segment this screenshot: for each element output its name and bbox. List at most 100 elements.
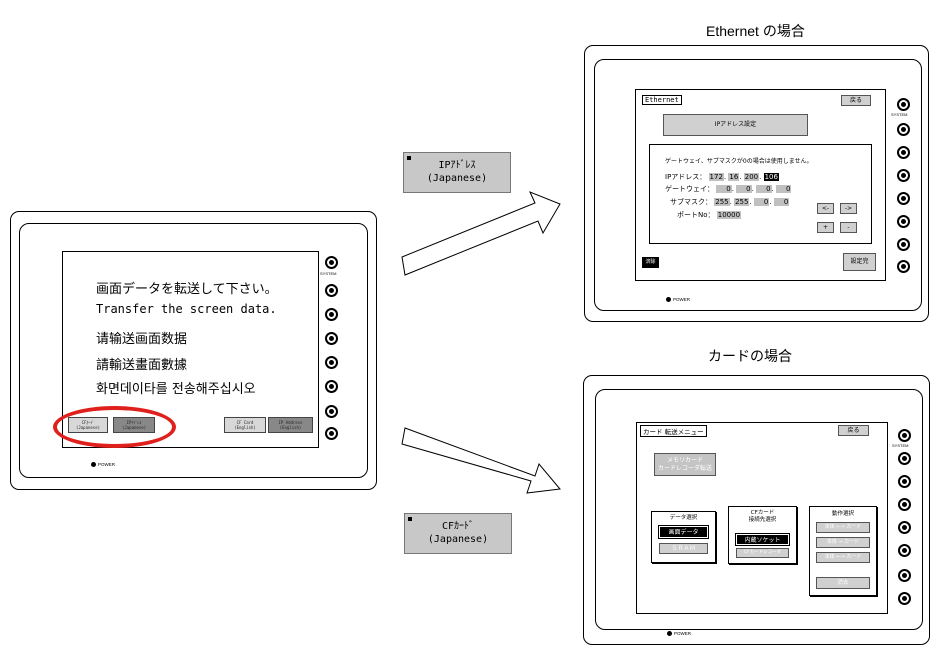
left-device-bezel xyxy=(19,223,368,478)
ip-label: IPアドレス： xyxy=(665,173,707,181)
message-korean: 화면데이타를 전송해주십시오 xyxy=(96,382,256,397)
ethernet-device-bezel xyxy=(594,59,922,311)
f4-button[interactable] xyxy=(325,356,338,369)
system-label: SYSTEM xyxy=(320,271,337,276)
eth-f7-button[interactable] xyxy=(897,260,910,273)
f1-button[interactable] xyxy=(325,284,338,297)
power-led-icon xyxy=(91,462,96,467)
highlight-oval xyxy=(53,406,176,448)
ethernet-device: Ethernet 戻る IPアドレス設定 ゲートウェイ、サブマスクが0の場合は使… xyxy=(584,45,929,322)
mask-label: サブマスク： xyxy=(670,198,712,206)
card-power-label: POWER xyxy=(674,631,692,636)
action-select-title: 動作選択 xyxy=(831,511,854,517)
action-to-card-button[interactable]: 本体 → カード xyxy=(816,537,870,548)
card-f6-button[interactable] xyxy=(898,569,911,582)
cf-card-japanese-callout: CFｶｰﾄﾞ (Japanese) xyxy=(404,513,512,554)
ip-octet-3[interactable]: 200 xyxy=(743,173,760,181)
mask-octet-1[interactable]: 255 xyxy=(714,198,730,206)
gateway-octet-2[interactable]: 0 xyxy=(736,185,752,193)
action-select-group: 動作選択 本体 ←→ カード 本体 → カード 本体 ←→ カード 消去 xyxy=(809,506,877,596)
eth-system-button[interactable] xyxy=(897,98,910,111)
port-label: ポートNo： xyxy=(677,211,715,219)
eth-f5-button[interactable] xyxy=(897,215,910,228)
card-f5-button[interactable] xyxy=(898,544,911,557)
ip-octet-1[interactable]: 172 xyxy=(708,173,724,181)
port-value[interactable]: 10000 xyxy=(716,211,742,219)
ip-setting-button[interactable]: IPアドレス設定 xyxy=(663,114,808,136)
ip-row: IPアドレス： 172. 16. 200. 106 xyxy=(665,173,779,181)
plus-button[interactable]: + xyxy=(817,222,834,233)
action-both-button[interactable]: 本体 ←→ カード xyxy=(816,522,870,533)
system-button[interactable] xyxy=(325,256,338,269)
card-power-indicator: POWER xyxy=(667,631,691,636)
f2-button[interactable] xyxy=(325,308,338,321)
memory-card-transfer-button[interactable]: メモリカード カードレコーダ転送 xyxy=(654,453,716,476)
port-row: ポートNo： 10000 xyxy=(677,210,742,220)
ethernet-note: ゲートウェイ、サブマスクが0の場合は使用しません。 xyxy=(665,158,813,165)
eth-f2-button[interactable] xyxy=(897,146,910,159)
card-device-bezel xyxy=(595,389,923,630)
mask-octet-2[interactable]: 255 xyxy=(734,198,750,206)
eth-power-label: POWER xyxy=(673,297,691,302)
ip-octet-4[interactable]: 106 xyxy=(763,173,779,181)
gateway-octet-4[interactable]: 0 xyxy=(776,185,792,193)
arrow-up-right xyxy=(401,191,561,276)
ip-address-english-button[interactable]: IP Address (English) xyxy=(268,417,313,433)
arrow-down-right xyxy=(401,427,561,494)
minus-button[interactable]: - xyxy=(840,222,857,233)
f3-button[interactable] xyxy=(325,332,338,345)
message-chinese-simplified: 请输送画面数据 xyxy=(96,332,188,347)
cf-connection-group: CFカード 接続先選択 内蔵ソケット CFカードレコーダ xyxy=(728,506,797,564)
cf-card-english-button[interactable]: CF Card (English) xyxy=(224,417,266,433)
card-device: カード 転送メニュー 戻る メモリカード カードレコーダ転送 データ選択 画面デ… xyxy=(583,375,930,645)
card-f2-button[interactable] xyxy=(898,475,911,488)
power-label: POWER xyxy=(98,462,116,467)
f6-button[interactable] xyxy=(325,405,338,418)
action-from-card-button[interactable]: 本体 ←→ カード xyxy=(816,552,870,563)
eth-f6-button[interactable] xyxy=(897,238,910,251)
message-japanese: 画面データを転送して下さい。 xyxy=(96,282,278,297)
setting-complete-button[interactable]: 設定完 xyxy=(843,253,876,271)
ethernet-title: Ethernet xyxy=(642,95,682,105)
ethernet-heading: Ethernet の場合 xyxy=(706,23,805,39)
eth-f4-button[interactable] xyxy=(897,192,910,205)
card-back-button[interactable]: 戻る xyxy=(838,425,869,436)
power-indicator: POWER xyxy=(91,462,115,467)
card-f4-button[interactable] xyxy=(898,521,911,534)
card-f1-button[interactable] xyxy=(898,452,911,465)
eth-power-led-icon xyxy=(666,297,671,302)
sram-button[interactable]: ＳＲＡＭ xyxy=(659,543,708,554)
ip-address-japanese-callout: IPｱﾄﾞﾚｽ (Japanese) xyxy=(403,152,511,193)
card-f3-button[interactable] xyxy=(898,498,911,511)
gateway-octet-3[interactable]: 0 xyxy=(756,185,772,193)
card-f7-button[interactable] xyxy=(898,592,911,605)
gateway-octet-1[interactable]: 0 xyxy=(716,185,732,193)
erase-button[interactable]: 消去 xyxy=(816,577,870,589)
right-arrow-button[interactable]: -> xyxy=(840,203,857,214)
message-chinese-traditional: 請輸送畫面數據 xyxy=(96,358,188,373)
f7-button[interactable] xyxy=(325,427,338,440)
ip-octet-2[interactable]: 16 xyxy=(728,173,740,181)
card-menu-title: カード 転送メニュー xyxy=(640,425,707,437)
cf-connection-title: CFカード 接続先選択 xyxy=(748,510,777,523)
ethernet-back-button[interactable]: 戻る xyxy=(841,95,871,106)
builtin-socket-button[interactable]: 内蔵ソケット xyxy=(735,533,790,546)
cancel-button[interactable]: 済除 xyxy=(642,257,659,268)
eth-f3-button[interactable] xyxy=(897,169,910,182)
card-system-label: SYSTEM xyxy=(892,443,909,448)
mask-octet-4[interactable]: 0 xyxy=(773,198,790,206)
f5-button[interactable] xyxy=(325,380,338,393)
data-select-title: データ選択 xyxy=(669,515,698,521)
gateway-row: ゲートウェイ： 0. 0. 0. 0 xyxy=(665,185,792,193)
data-select-group: データ選択 画面データ ＳＲＡＭ xyxy=(651,511,716,563)
cf-recorder-button[interactable]: CFカードレコーダ xyxy=(736,548,789,558)
mask-row: サブマスク： 255. 255. 0. 0 xyxy=(670,198,790,206)
screen-data-button[interactable]: 画面データ xyxy=(658,525,709,539)
mask-octet-3[interactable]: 0 xyxy=(753,198,770,206)
left-arrow-button[interactable]: <- xyxy=(817,203,834,214)
card-heading: カードの場合 xyxy=(708,348,792,364)
eth-power-indicator: POWER xyxy=(666,297,690,302)
gateway-label: ゲートウェイ： xyxy=(665,185,714,193)
eth-f1-button[interactable] xyxy=(897,123,910,136)
card-system-button[interactable] xyxy=(898,429,911,442)
